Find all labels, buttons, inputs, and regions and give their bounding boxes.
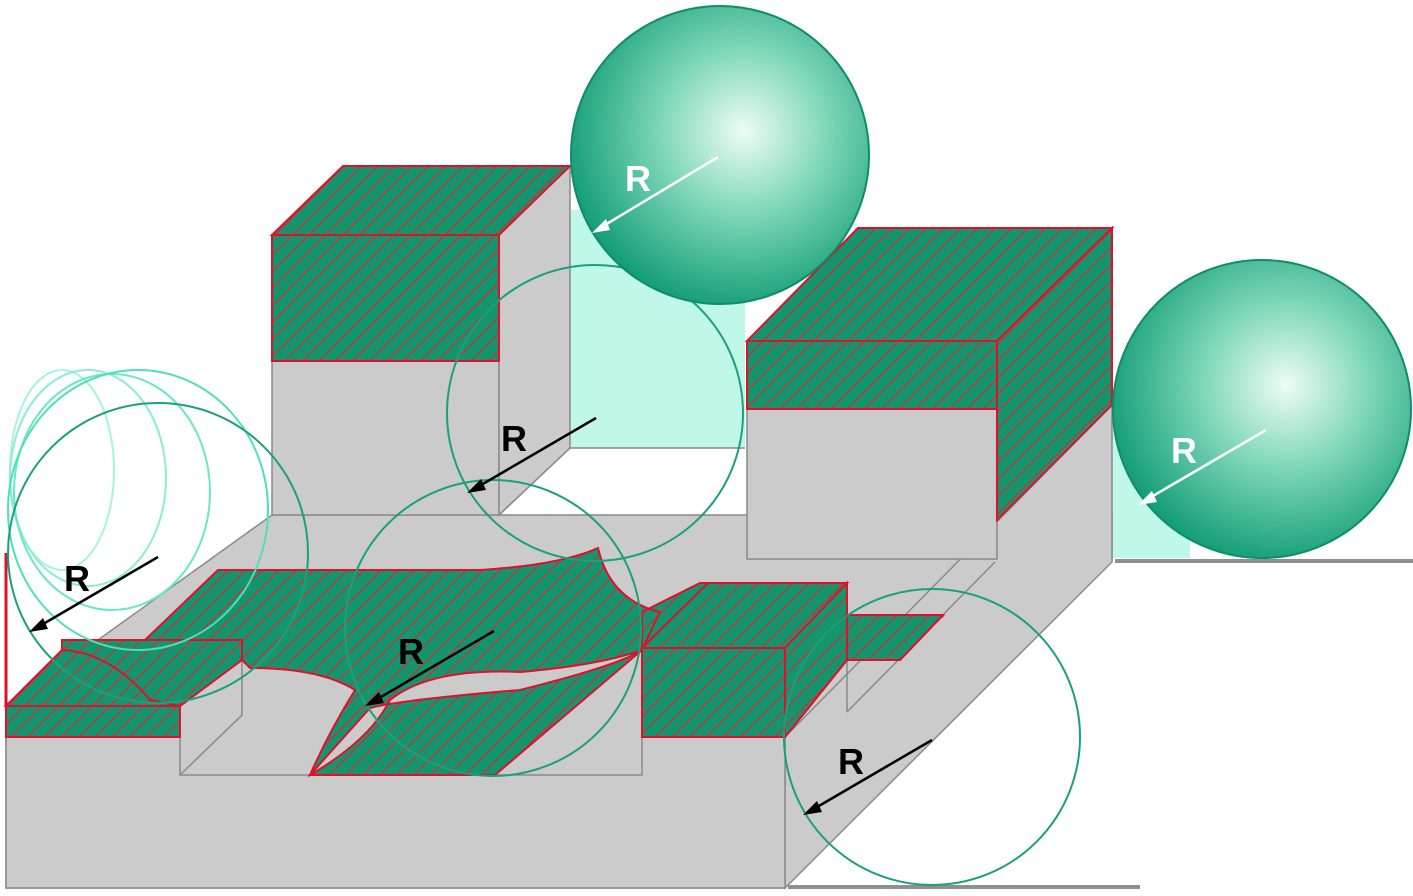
radius-arrow-sphere-right: [1145, 428, 1267, 502]
arrowhead-center: [365, 692, 384, 706]
base-hatch-surfaces: [3, 546, 946, 778]
ghost-circle-trail: [7, 369, 309, 704]
right-block: [744, 225, 1115, 560]
right-block-front-hatch: [746, 340, 998, 410]
tall-block-floor-edge: [498, 447, 571, 516]
tool-circle-center: [344, 479, 642, 777]
slot-inner-edge: [179, 640, 243, 776]
arrowhead-bottom-right: [803, 801, 822, 815]
ball-end-sphere-right: [1112, 259, 1412, 559]
arrowhead-left: [29, 618, 48, 632]
radius-arrow-sphere-top: [599, 155, 719, 230]
radius-label-center: R: [398, 631, 424, 672]
radius-label-sphere-top: R: [625, 158, 651, 199]
arrowhead-sphere-right: [1138, 491, 1157, 505]
left-rib-hatch: [61, 639, 243, 708]
right-block-side-hatch: [996, 225, 1113, 523]
right-slot-hatch: [846, 614, 946, 661]
arrowhead-upper-center: [467, 479, 486, 493]
radius-arrow-center: [373, 629, 495, 703]
mid-step-front-hatch: [641, 647, 786, 738]
radius-arrow-left: [37, 555, 159, 629]
radius-label-bottom-right: R: [838, 741, 864, 782]
radius-arrows: [29, 155, 1267, 815]
arrowhead-sphere-top: [592, 219, 610, 233]
ghost-circle-3: [13, 373, 211, 611]
tool-circle-bottom-right: [783, 588, 1081, 886]
radius-label-upper-center: R: [501, 418, 527, 459]
tall-block-front-hatch: [271, 234, 500, 362]
ghost-circle-1: [9, 369, 115, 571]
ghost-circle-2: [9, 369, 167, 587]
tool-circle-upper-center: [446, 264, 744, 562]
radius-arrow-bottom-right: [811, 738, 933, 812]
left-tall-block: [269, 164, 745, 517]
radius-label-left: R: [64, 558, 90, 599]
radius-label-sphere-right: R: [1171, 430, 1197, 471]
ball-end-sphere-top: [570, 5, 870, 305]
left-step-front-hatch: [5, 705, 181, 738]
tool-circle-left: [7, 402, 309, 704]
radius-arrow-upper-center: [475, 416, 597, 490]
ghost-circle-4: [7, 369, 269, 651]
